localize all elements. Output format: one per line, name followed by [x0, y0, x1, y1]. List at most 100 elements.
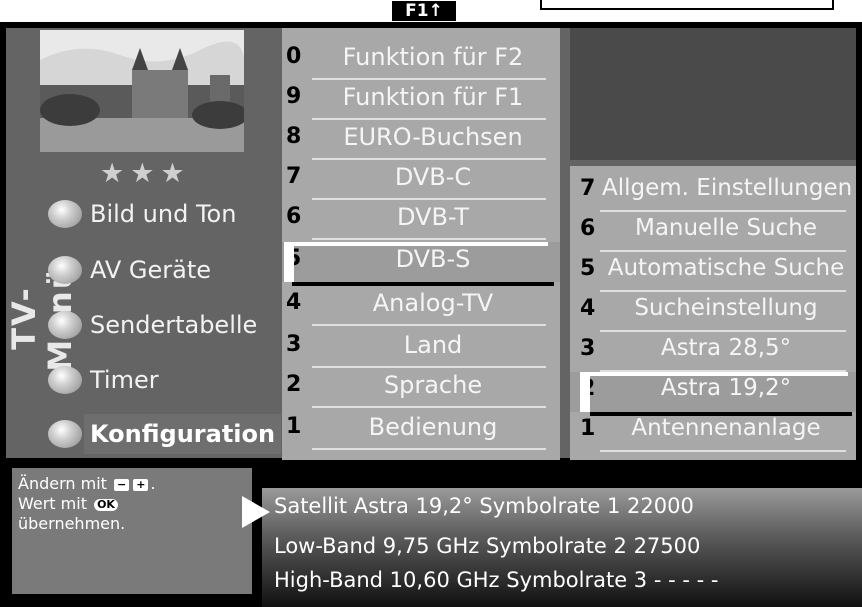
top-right-box [540, 0, 834, 10]
side-item-label: Sendertabelle [90, 311, 258, 339]
bullet-icon [48, 420, 82, 448]
item-number: 6 [286, 204, 302, 229]
config-item-dvb-s[interactable]: 5 DVB-S [282, 242, 560, 286]
item-number: 2 [580, 376, 596, 401]
help-text: . [150, 474, 156, 493]
item-number: 7 [580, 176, 596, 201]
item-label: DVB-T [396, 203, 470, 231]
item-label: Funktion für F1 [342, 83, 524, 111]
item-label: Automatische Suche [607, 255, 845, 281]
config-menu: 0 Funktion für F2 9 Funktion für F1 8 EU… [282, 28, 560, 460]
divider [312, 198, 546, 200]
tv-menu-title: TV-Menü [5, 264, 79, 372]
item-label: Astra 19,2° [660, 375, 792, 401]
item-label: Allgem. Einstellungen [602, 175, 853, 201]
item-label: Funktion für F2 [342, 43, 524, 71]
item-number: 3 [286, 332, 302, 357]
item-number: 7 [286, 164, 302, 189]
channel-thumbnail [40, 30, 244, 152]
divider [600, 290, 846, 292]
help-text: Wert mit [18, 494, 87, 513]
side-item-bild-und-ton[interactable]: Bild und Ton [48, 194, 273, 234]
item-label: Manuelle Suche [634, 215, 818, 241]
divider [312, 366, 546, 368]
dvbs-item-automatische-suche[interactable]: 5 Automatische Suche [570, 252, 856, 292]
help-text: Ändern mit [18, 474, 107, 493]
config-item-bedienung[interactable]: 1 Bedienung [282, 410, 560, 450]
info-line-satellite: Satellit Astra 19,2° Symbolrate 1 22000 [274, 494, 694, 518]
item-label: DVB-C [394, 163, 472, 191]
item-number: 8 [286, 124, 302, 149]
item-number: 4 [580, 296, 596, 321]
bullet-icon [48, 366, 82, 394]
arrow-right-icon [242, 496, 270, 528]
minus-key-icon: − [114, 478, 130, 491]
info-line-low-band: Low-Band 9,75 GHz Symbolrate 2 27500 [274, 534, 701, 558]
submenu-header-area [570, 28, 856, 160]
item-label: Astra 28,5° [660, 335, 792, 361]
side-item-label: Bild und Ton [90, 200, 237, 228]
divider [600, 250, 846, 252]
side-item-konfiguration[interactable]: Konfiguration [48, 414, 282, 454]
dvbs-item-sucheinstellung[interactable]: 4 Sucheinstellung [570, 292, 856, 332]
divider [600, 370, 846, 372]
config-item-funktion-f1[interactable]: 9 Funktion für F1 [282, 80, 560, 120]
dvbs-item-manuelle-suche[interactable]: 6 Manuelle Suche [570, 212, 856, 252]
item-label: DVB-S [395, 245, 471, 273]
bullet-icon [48, 256, 82, 284]
item-label: Sprache [383, 371, 483, 399]
ok-key-icon: OK [94, 498, 118, 511]
bullet-icon [48, 200, 82, 228]
dvbs-submenu: 7 Allgem. Einstellungen 6 Manuelle Suche… [570, 166, 856, 460]
info-panel: Satellit Astra 19,2° Symbolrate 1 22000 … [262, 488, 862, 607]
item-number: 1 [286, 414, 302, 439]
dvbs-item-astra-19-2[interactable]: 2 Astra 19,2° [570, 372, 856, 416]
divider [312, 238, 546, 240]
side-item-label: AV Geräte [90, 256, 212, 284]
config-item-sprache[interactable]: 2 Sprache [282, 368, 560, 408]
divider [600, 450, 846, 452]
bullet-icon [48, 311, 82, 339]
dvbs-item-astra-28-5[interactable]: 3 Astra 28,5° [570, 332, 856, 372]
divider [312, 78, 546, 80]
divider [312, 448, 546, 450]
item-label: Sucheinstellung [634, 295, 818, 321]
item-number: 6 [580, 216, 596, 241]
selection-shadow [292, 282, 554, 286]
f1-indicator: F1↑ [392, 1, 456, 21]
config-item-dvb-c[interactable]: 7 DVB-C [282, 160, 560, 200]
selection-shadow [590, 412, 852, 416]
rating-stars: ★★★ [100, 158, 191, 189]
item-label: Land [403, 331, 463, 359]
divider [312, 158, 546, 160]
item-label: Analog-TV [372, 289, 494, 317]
dvbs-item-allgem-einstellungen[interactable]: 7 Allgem. Einstellungen [570, 172, 856, 212]
divider [600, 330, 846, 332]
item-number: 1 [580, 416, 596, 441]
config-item-land[interactable]: 3 Land [282, 328, 560, 368]
divider [312, 324, 546, 326]
item-number: 9 [286, 84, 302, 109]
item-label: Antennenanlage [631, 415, 821, 441]
divider [600, 210, 846, 212]
divider [312, 118, 546, 120]
side-item-av-geraete[interactable]: AV Geräte [48, 250, 273, 290]
help-box: Ändern mit −+. Wert mit OK übernehmen. [12, 468, 252, 594]
item-label: EURO-Buchsen [343, 123, 523, 151]
item-label: Bedienung [368, 413, 498, 441]
config-item-analog-tv[interactable]: 4 Analog-TV [282, 286, 560, 326]
side-item-sendertabelle[interactable]: Sendertabelle [48, 305, 273, 345]
config-item-euro-buchsen[interactable]: 8 EURO-Buchsen [282, 120, 560, 160]
side-item-label: Konfiguration [84, 414, 282, 454]
config-item-funktion-f2[interactable]: 0 Funktion für F2 [282, 40, 560, 80]
side-item-label: Timer [90, 366, 159, 394]
item-number: 4 [286, 290, 302, 315]
item-number: 0 [286, 44, 302, 69]
plus-key-icon: + [133, 478, 149, 491]
dvbs-item-antennenanlage[interactable]: 1 Antennenanlage [570, 412, 856, 452]
config-item-dvb-t[interactable]: 6 DVB-T [282, 200, 560, 240]
side-item-timer[interactable]: Timer [48, 360, 273, 400]
item-number: 5 [580, 256, 596, 281]
info-line-high-band: High-Band 10,60 GHz Symbolrate 3 - - - -… [274, 568, 719, 592]
divider [312, 406, 546, 408]
